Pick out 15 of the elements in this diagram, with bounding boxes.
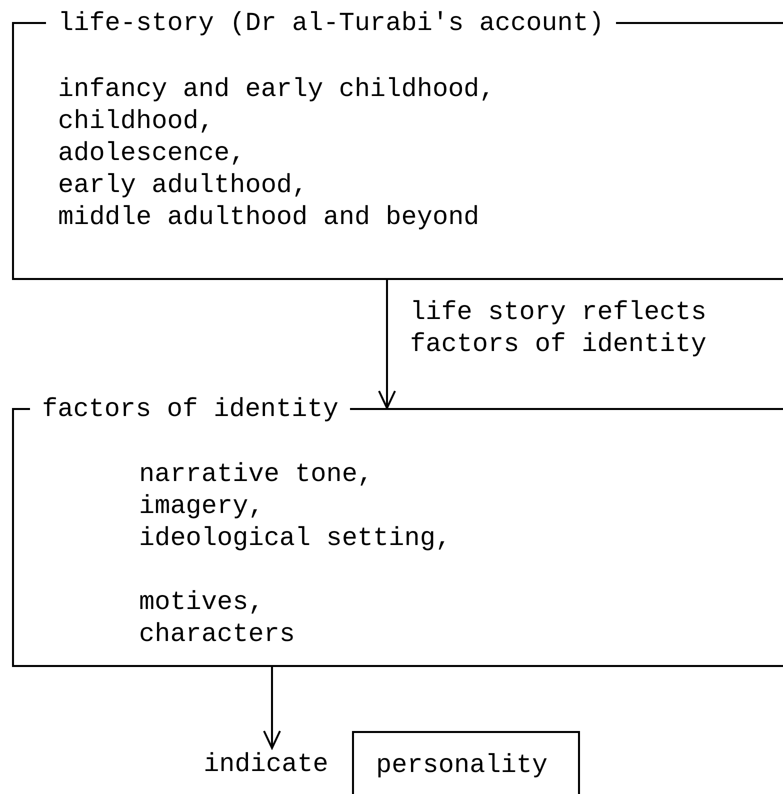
- list-item: ideological setting,: [139, 522, 452, 554]
- list-item: narrative tone,: [139, 458, 374, 490]
- list-item: middle adulthood and beyond: [58, 201, 480, 233]
- flow-text: indicate: [202, 748, 330, 780]
- list-item: characters: [139, 618, 296, 650]
- arrow: [378, 280, 396, 409]
- box-text: personality: [376, 749, 548, 781]
- list-item: infancy and early childhood,: [58, 73, 495, 105]
- list-item: childhood,: [58, 105, 214, 137]
- list-item: adolescence,: [58, 137, 246, 169]
- list-item: imagery,: [139, 490, 264, 522]
- arrow: [263, 667, 281, 749]
- concept-box: [352, 731, 580, 794]
- list-item: early adulthood,: [58, 169, 308, 201]
- list-item: motives,: [139, 586, 264, 618]
